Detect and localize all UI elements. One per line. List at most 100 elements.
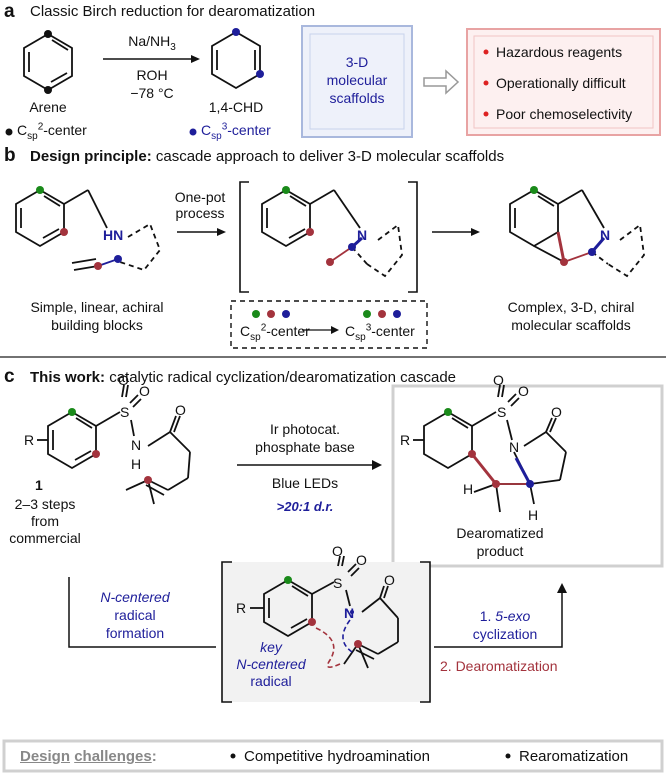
bracket-left [239,181,249,293]
sub-o3-label: O [175,402,186,418]
drawback-2: Operationally difficult [496,75,626,91]
condition-2: phosphate base [255,439,355,455]
condition-1: Ir photocat. [269,421,341,437]
left-step-1: N-centered [100,589,170,605]
sub-red-dot-2 [144,476,152,484]
sub-green-dot [68,408,76,416]
section-b-letter: b [4,145,16,166]
radical-box [222,562,430,702]
sub-h-label: H [131,456,142,472]
scaffold-box [301,25,413,138]
sp2-dot-bottom [44,86,52,94]
scaffold-text-1: 3-D [345,54,369,70]
prod-r-label: R [400,432,411,448]
footer-item-1: Competitive hydroamination [244,748,430,765]
chd-structure [211,30,261,90]
sub-red-dot [92,450,100,458]
rad-red-dot [308,618,316,626]
int-blue-dot [348,243,356,251]
sub-r-label: R [24,432,35,448]
bb-green-dot [36,186,44,194]
rad-n-label: N [344,605,355,621]
prod-blue-dot [526,480,534,488]
product-label-2: product [476,543,524,559]
arene-label: Arene [29,99,67,115]
radical-structure [250,555,399,669]
left-caption-1: Simple, linear, achiral [30,299,164,315]
drawback-bullet-1 [483,49,489,55]
footer-item-2: Rearomatization [519,748,629,765]
legend-sp3-label: Csp3-center [345,322,415,343]
bracket-right [408,181,418,293]
drawback-3: Poor chemoselectivity [496,106,633,122]
sp3-legend-dot [189,128,197,136]
sc-green-dot [530,186,538,194]
sp2-center-label: Csp2-center [17,121,87,142]
int-n-label: N [357,227,368,243]
section-c-letter: c [4,366,15,387]
sub-o2-label: O [139,383,150,399]
reagent-top: Na/NH3 [128,33,176,53]
sp3-dot-top [232,28,240,36]
int-red-dot [306,228,314,236]
drawbacks-box [466,28,661,136]
sc-blue-dot [588,248,596,256]
reagent-bottom-2: −78 °C [130,85,174,101]
right-path-line [434,589,563,648]
red-curved-arrow [315,627,341,668]
right-step-1a: 1. 5-exo [479,608,531,624]
one-pot-label-2: process [175,205,225,221]
drawback-bullet-2 [483,80,489,86]
right-step-1b: cyclization [472,626,538,642]
prod-red-dot [468,450,476,458]
right-caption-1: Complex, 3-D, chiral [507,299,635,315]
birch-arrow-head [191,55,200,63]
rad-s-label: S [333,575,343,591]
left-step-2: radical [114,607,156,623]
sp2-legend-dot [5,128,13,136]
bb-red-dot-2 [94,262,102,270]
section-b-title: Design principle: cascade approach to de… [30,148,505,165]
radical-label-2: N-centered [236,656,306,672]
bb-hn-label: HN [103,227,124,243]
int-green-dot [282,186,290,194]
sub-o1-label: O [118,372,129,388]
compound-note-3: commercial [9,530,81,546]
sub-n-label: N [131,437,142,453]
left-caption-2: building blocks [51,317,143,333]
radical-dot [350,610,354,614]
dr-value: >20:1 d.r. [276,499,334,514]
drawback-1: Hazardous reagents [496,44,623,60]
intermediate-structure [261,188,403,278]
prod-o1-label: O [493,372,504,388]
prod-red-dot-2 [492,480,500,488]
left-step-3: formation [105,625,165,641]
center-legend-box [230,300,428,349]
compound-number: 1 [35,477,43,493]
prod-green-dot [444,408,452,416]
rad-o1-label: O [332,543,343,559]
sc-n-label: N [600,227,611,243]
prod-n-label: N [509,439,520,455]
sub-s-label: S [120,404,130,420]
bb-blue-dot [114,255,122,263]
left-path-line [68,577,216,648]
prod-o2-label: O [518,383,529,399]
sp2-dot-top [44,30,52,38]
hollow-arrow [423,69,460,95]
int-red-dot-2 [326,258,334,266]
one-pot-label-1: One-pot [174,189,226,205]
blue-curved-arrow [342,619,353,653]
rad-green-dot [284,576,292,584]
footer-title: Design challenges: [20,748,157,765]
bb-red-dot [60,228,68,236]
sp3-center-label: Csp3-center [201,121,271,142]
condition-3: Blue LEDs [271,475,339,491]
rad-red-dot-2 [354,640,362,648]
scaffold-text-3: scaffolds [329,90,385,106]
prod-h1-label: H [463,481,474,497]
legend-sp2-label: Csp2-center [240,322,310,343]
